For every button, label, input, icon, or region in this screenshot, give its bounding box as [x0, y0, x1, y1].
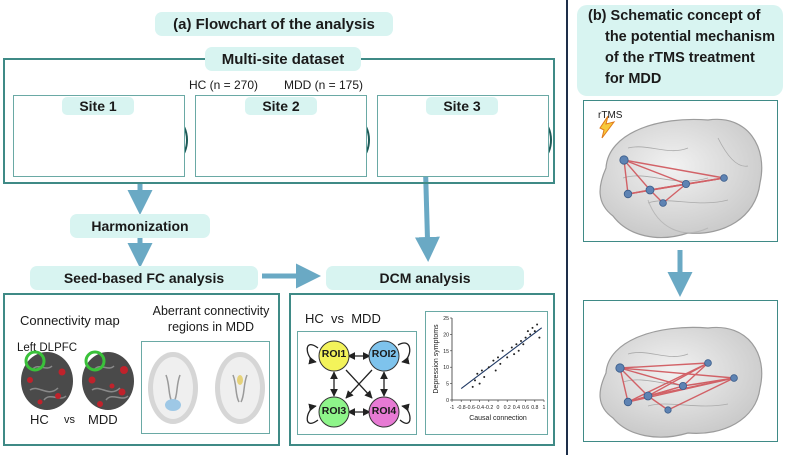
scatter-point [538, 336, 541, 339]
scatter-point [499, 362, 502, 365]
scatter-point [483, 376, 486, 379]
scatter-point [501, 349, 504, 352]
multi-site-title: Multi-site dataset [205, 47, 361, 71]
y-tick-label: 25 [443, 316, 449, 322]
x-tick-label: -0.6 [466, 405, 475, 411]
y-tick-label: 5 [446, 382, 449, 388]
scatter-point [533, 330, 536, 333]
scatter-point [510, 346, 513, 349]
scatter-point [480, 369, 483, 372]
x-tick-label: -0.2 [484, 405, 493, 411]
scatter-point [494, 369, 497, 372]
x-tick-label: 0.8 [531, 405, 538, 411]
roi2-label: ROI2 [371, 348, 397, 360]
roi1-label: ROI1 [321, 348, 347, 360]
roi-node-2 [368, 340, 400, 372]
x-tick-label: 0.6 [522, 405, 529, 411]
scatter-point [478, 382, 481, 385]
hc-count: HC (n = 270) [189, 78, 259, 92]
rtms-label: rTMS [598, 110, 623, 121]
roi3-label: ROI3 [321, 405, 347, 417]
y-tick-label: 20 [443, 332, 449, 338]
axial-slice-2 [215, 352, 265, 424]
fc-results-frame [3, 293, 280, 446]
x-axis-label: Causal connection [469, 415, 527, 422]
x-tick-label: -0.8 [457, 405, 466, 411]
x-tick-label: 0 [497, 405, 500, 411]
axial-slice-1 [148, 352, 198, 424]
scatter-point [531, 326, 534, 329]
scatter-point [517, 349, 520, 352]
roi-node-4 [368, 396, 400, 428]
connectivity-map-label: Connectivity map [20, 313, 120, 328]
brain-before-frame [583, 100, 778, 242]
panel-b-title-line2: the potential mechanism [605, 29, 776, 45]
x-tick-label: -1 [450, 405, 455, 411]
roi-node-1 [318, 340, 350, 372]
dcm-step: DCM analysis [326, 266, 524, 290]
fc-hc-label: HC [30, 412, 49, 427]
scatter-point [536, 323, 539, 326]
brain-top [599, 115, 763, 239]
y-tick-label: 0 [446, 398, 449, 404]
site-2-label: Site 2 [245, 97, 317, 115]
trend-line [460, 327, 543, 389]
fc-map-hc [21, 350, 73, 410]
fc-vs-label: vs [64, 414, 75, 426]
y-tick-label: 15 [443, 349, 449, 355]
seed-fc-step: Seed-based FC analysis [30, 266, 258, 290]
scatter-point [520, 339, 522, 342]
x-tick-label: 1 [543, 405, 546, 411]
roi-node-3 [318, 396, 350, 428]
fc-mdd-label: MDD [88, 412, 118, 427]
dcm-groups-label: HC vs MDD [305, 311, 381, 326]
x-tick-label: -0.4 [475, 405, 484, 411]
brain-bottom [599, 326, 763, 438]
scatter-point [492, 359, 495, 362]
aberrant-label-line2: regions in MDD [167, 320, 255, 334]
x-tick-label: 0.2 [504, 405, 511, 411]
scatter-point [497, 356, 499, 359]
panel-b-title-bg [577, 5, 783, 96]
x-tick-label: 0.4 [513, 405, 520, 411]
scatter-point [513, 353, 516, 356]
roi-network [306, 342, 411, 424]
site-3-label: Site 3 [426, 97, 498, 115]
dcm-results-frame [289, 293, 555, 446]
roi-nodes [318, 340, 400, 428]
panel-b-title-line1: (b) Schematic concept of [588, 8, 761, 24]
panel-a-title: (a) Flowchart of the analysis [155, 12, 393, 36]
brain-after-frame [583, 300, 778, 442]
scatter-point [471, 385, 474, 388]
y-axis-label: Depression symptoms [433, 324, 440, 394]
aberrant-label-line1: Aberrant connectivity [152, 304, 270, 318]
scatter-point [515, 343, 518, 346]
mdd-count: MDD (n = 175) [284, 78, 364, 92]
site-1-label: Site 1 [62, 97, 134, 115]
harmonization-step: Harmonization [70, 214, 210, 238]
scatter-point [506, 356, 509, 359]
panel-b-title-line4: for MDD [605, 71, 662, 87]
y-tick-label: 10 [443, 365, 449, 371]
scatter-point [529, 333, 532, 336]
scatter-point [487, 366, 490, 369]
fc-map-mdd [82, 350, 134, 410]
scatter-point [524, 336, 527, 339]
scatter-point [522, 343, 525, 346]
scatter-point [476, 372, 479, 375]
roi4-label: ROI4 [371, 405, 397, 417]
scatter-point [526, 330, 529, 333]
panel-b-title-line3: of the rTMS treatment [605, 50, 755, 66]
scatter-point [474, 379, 476, 382]
